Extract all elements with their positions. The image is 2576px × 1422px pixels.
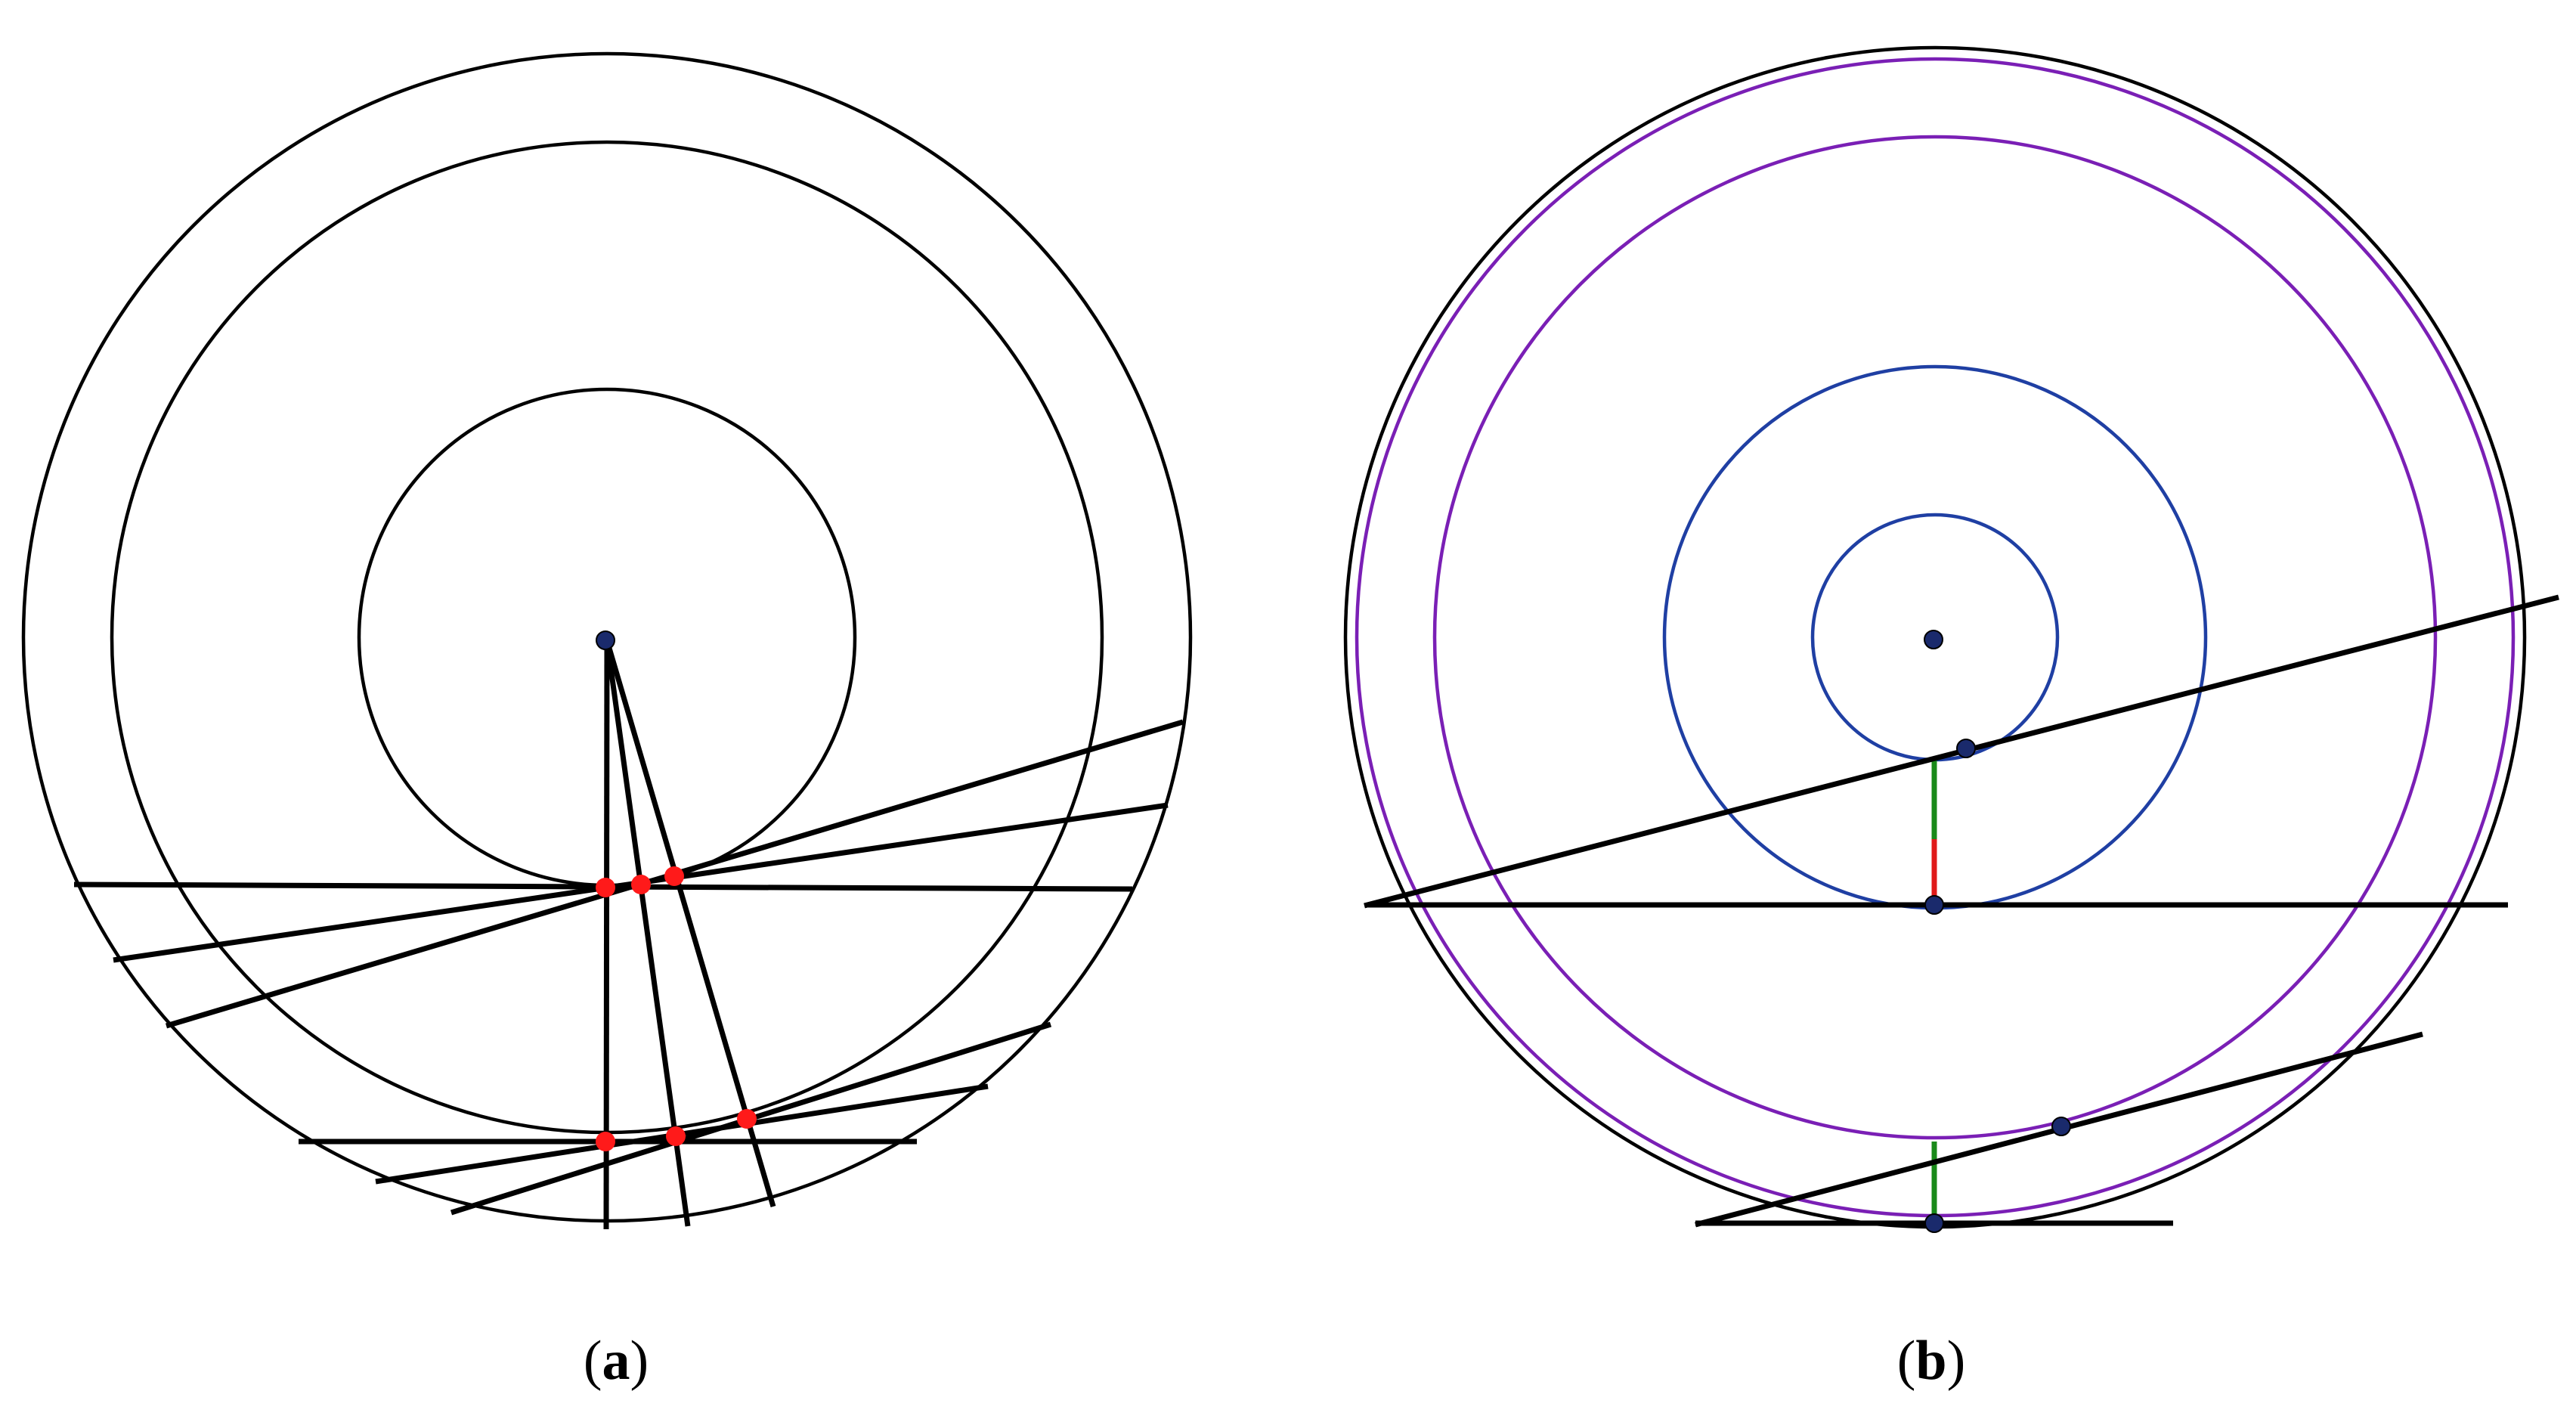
- ray-a-1: [603, 640, 610, 1230]
- purple-circle-inner: [1432, 135, 2438, 1140]
- caption-paren: ): [1946, 1330, 1966, 1392]
- caption-paren: (: [1896, 1330, 1916, 1392]
- lines-a: [73, 640, 1184, 1230]
- points-b: [1924, 630, 2071, 1233]
- panel-a: [21, 51, 1193, 1230]
- intersection-point: [666, 1126, 686, 1146]
- caption-label-b: b: [1915, 1330, 1947, 1392]
- tangent-point-upper: [1956, 739, 1976, 758]
- tangent-point-lower: [2051, 1117, 2071, 1136]
- caption-paren: (: [583, 1330, 602, 1392]
- caption-paren: ): [630, 1330, 649, 1392]
- panel-b: [1343, 45, 2559, 1233]
- points-a: [596, 630, 757, 1151]
- foot-point-upper: [1924, 895, 1944, 915]
- center-point-b: [1924, 630, 1943, 649]
- intersection-point: [664, 866, 684, 886]
- caption-b: (b): [1856, 1315, 2007, 1406]
- intersection-point: [631, 875, 651, 894]
- caption-a: (a): [540, 1315, 692, 1406]
- foot-point-lower: [1924, 1213, 1944, 1233]
- intersection-point: [737, 1109, 757, 1129]
- intersection-point: [596, 878, 615, 897]
- lines-b: [1364, 594, 2559, 1228]
- intersection-point: [596, 1132, 615, 1151]
- caption-label-a: a: [602, 1330, 630, 1392]
- center-point-a: [596, 630, 615, 650]
